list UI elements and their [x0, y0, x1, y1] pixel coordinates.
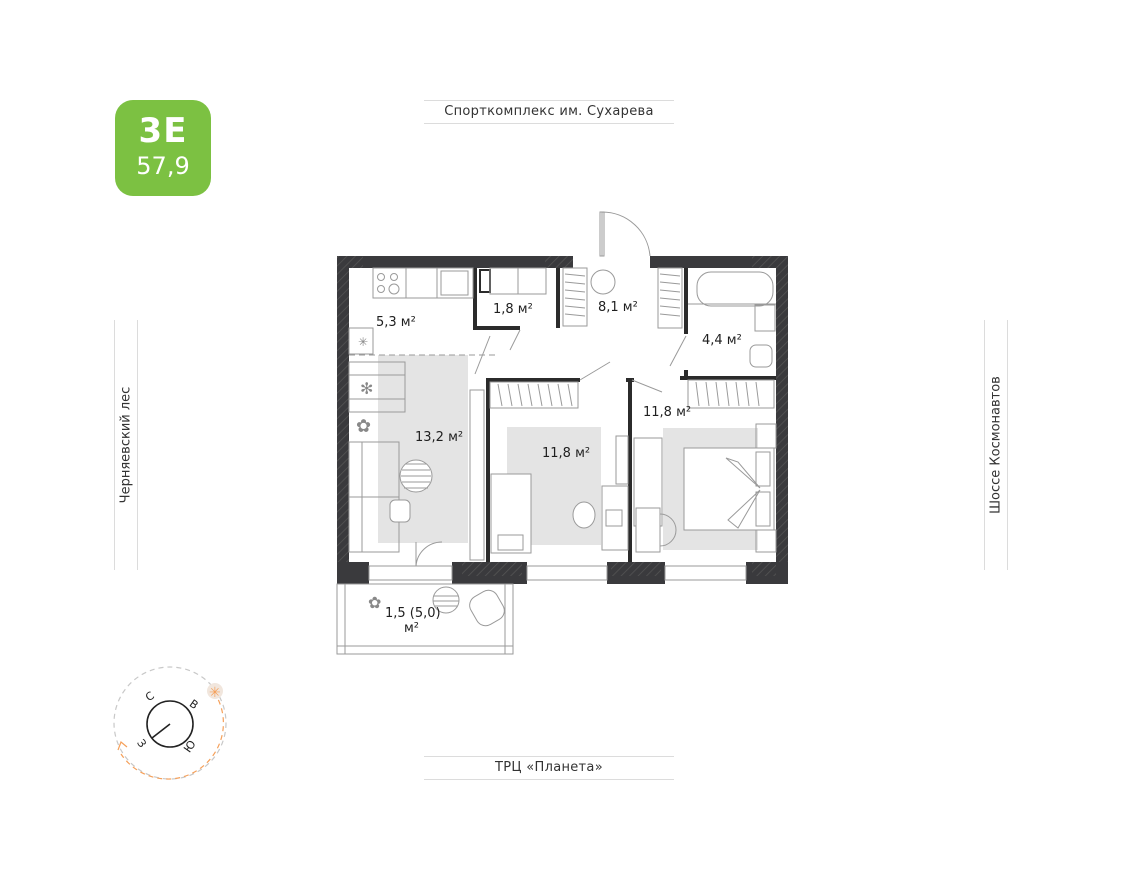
room-area-bedroom-1: 11,8 м² — [542, 446, 591, 461]
room-area-bathroom: 4,4 м² — [702, 333, 742, 348]
room-area-bedroom-2: 11,8 м² — [643, 405, 692, 420]
compass-drawing: ✳ — [113, 666, 227, 780]
street-label-right: Шоссе Космонавтов — [984, 320, 1008, 570]
apartment-code: 3E — [138, 111, 188, 151]
street-label-bottom: ТРЦ «Планета» — [424, 756, 674, 780]
apartment-total-area: 57,9 — [136, 152, 190, 180]
wall-west — [337, 256, 349, 584]
apartment-type-badge: 3E 57,9 — [115, 100, 211, 196]
street-label-left: Черняевский лес — [114, 320, 138, 570]
room-area-balcony-unit: м² — [404, 621, 420, 636]
svg-text:✿: ✿ — [356, 416, 371, 437]
wall-east — [776, 256, 788, 584]
room-area-wc: 1,8 м² — [493, 302, 533, 317]
room-area-balcony: 1,5 (5,0) — [385, 606, 441, 621]
svg-text:✳: ✳ — [209, 685, 221, 701]
room-area-living: 13,2 м² — [415, 430, 464, 445]
room-area-kitchen: 5,3 м² — [376, 315, 416, 330]
street-label-top: Спорткомплекс им. Сухарева — [424, 100, 674, 124]
svg-text:✳: ✳ — [358, 335, 368, 349]
svg-text:✻: ✻ — [360, 379, 373, 398]
svg-text:✿: ✿ — [368, 593, 381, 612]
room-area-hall: 8,1 м² — [598, 300, 638, 315]
wall-north-left — [337, 256, 573, 268]
